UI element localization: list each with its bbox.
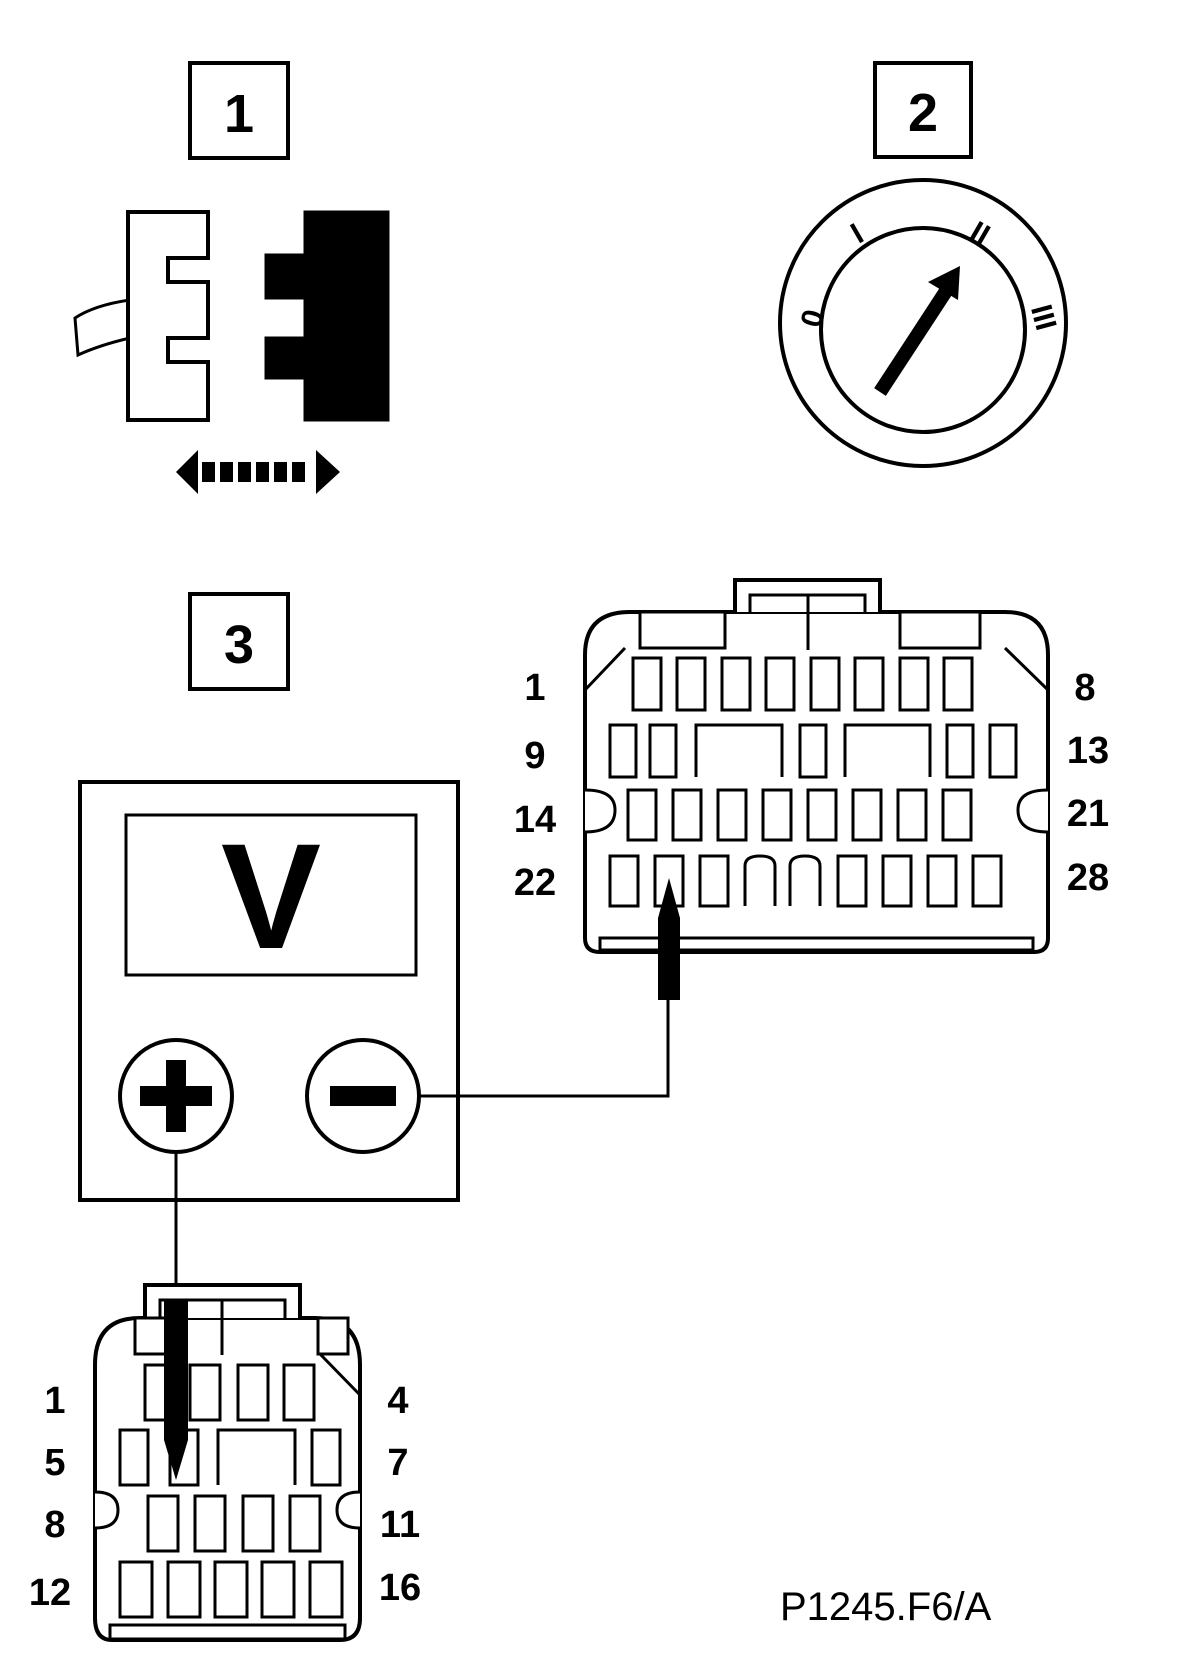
connector-socket-icon [264, 210, 390, 422]
connector-28-row-2 [608, 723, 1018, 779]
connector-28-label-13: 13 [1067, 730, 1109, 772]
connector-16-label-4: 4 [387, 1380, 408, 1422]
voltmeter-display-value: V [221, 812, 321, 980]
step-3-box [188, 592, 290, 691]
connector-28-row-3 [626, 788, 973, 842]
disconnect-arrow-icon [176, 450, 340, 494]
connector-16-label-16: 16 [379, 1567, 421, 1609]
connector-28-pin: 1 8 9 13 14 21 22 28 [514, 578, 1109, 1000]
connector-28-label-21: 21 [1067, 793, 1109, 835]
negative-probe-icon [658, 878, 680, 1000]
step-3: 3 [188, 592, 290, 691]
figure-reference: P1245.F6/A [780, 1585, 992, 1629]
voltmeter-display [124, 813, 418, 977]
connector-16-pin: 1 4 5 7 8 11 12 16 [29, 1283, 421, 1642]
connector-28-label-1: 1 [524, 667, 545, 709]
connector-28-label-28: 28 [1067, 857, 1109, 899]
step-2-number: 2 [908, 83, 938, 143]
connector-28-label-8: 8 [1074, 667, 1095, 709]
connector-16-label-1: 1 [44, 1380, 65, 1422]
connector-16-row-3 [146, 1494, 322, 1553]
positive-probe-icon [164, 1300, 188, 1480]
step-2: 2 0 I II III [778, 61, 1068, 468]
step-1: 1 [73, 61, 390, 494]
connector-28-row-1 [631, 656, 974, 712]
connector-16-label-5: 5 [44, 1442, 65, 1484]
negative-lead-wire [419, 1000, 670, 1098]
step-1-box [188, 61, 290, 160]
minus-icon [330, 1086, 396, 1106]
ignition-switch-icon [778, 178, 1068, 468]
connector-16-label-7: 7 [387, 1442, 408, 1484]
connector-28-label-14: 14 [514, 799, 556, 841]
connector-16-row-4 [118, 1560, 344, 1619]
connector-plug-icon [126, 210, 210, 422]
connector-28-label-9: 9 [524, 735, 545, 777]
connector-28-label-22: 22 [514, 862, 556, 904]
step-1-number: 1 [224, 84, 254, 144]
connector-28-row-4 [608, 854, 1003, 908]
voltmeter: V [78, 780, 460, 1202]
connector-16-label-11: 11 [380, 1504, 420, 1546]
step-2-box [873, 61, 973, 159]
step-3-number: 3 [224, 615, 254, 675]
connector-16-label-8: 8 [44, 1504, 65, 1546]
connector-16-label-12: 12 [29, 1572, 71, 1614]
wire-icon [73, 298, 132, 358]
